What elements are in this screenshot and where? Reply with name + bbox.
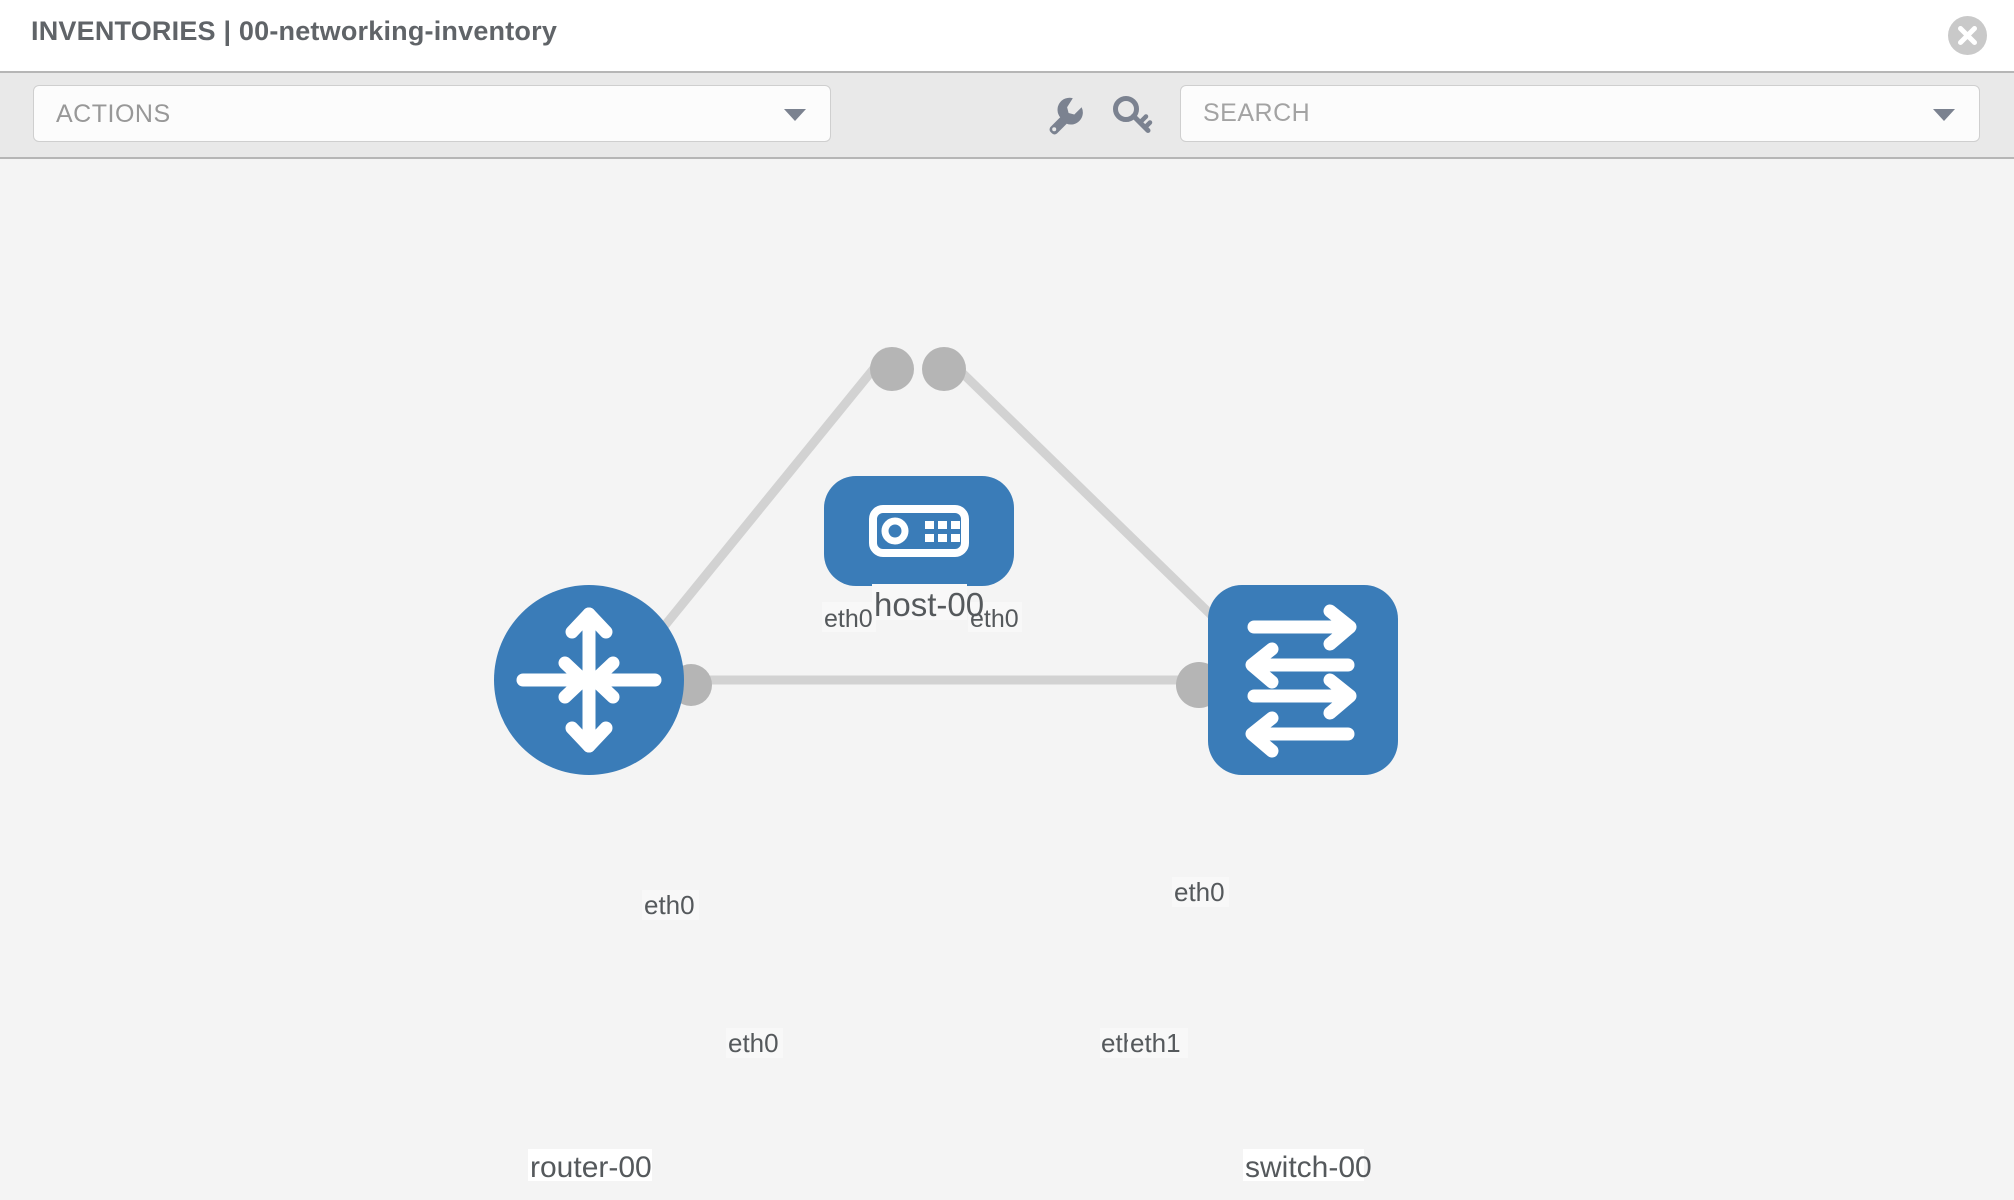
link-host-switch[interactable] bbox=[946, 357, 1244, 647]
node-label-switch-00: switch-00 bbox=[1245, 1151, 1372, 1184]
edge-label-switch-router-eth1: eth1 bbox=[1130, 1028, 1181, 1058]
node-switch-00[interactable] bbox=[1208, 585, 1398, 775]
edge-label-host-router-eth0: eth0 bbox=[824, 605, 873, 633]
toolbar: ACTIONS bbox=[0, 71, 2014, 159]
node-label-router-00: router-00 bbox=[530, 1151, 652, 1184]
node-label-host-00: host-00 bbox=[874, 586, 984, 623]
edge-label-host-switch-eth0: eth0 bbox=[970, 605, 1019, 633]
actions-dropdown-label: ACTIONS bbox=[56, 100, 171, 128]
node-labels: host-00 router-00 switch-00 bbox=[528, 584, 1372, 1184]
chevron-down-icon[interactable] bbox=[1933, 109, 1955, 121]
close-icon[interactable] bbox=[1948, 16, 1987, 55]
search-input[interactable] bbox=[1181, 86, 1979, 141]
port-host-right[interactable] bbox=[922, 347, 966, 391]
topology-graph: eth0 eth0 eth0 eth0 eth0 eth eth1 host-0… bbox=[494, 347, 1398, 1184]
node-router-00[interactable] bbox=[494, 585, 684, 775]
edge-label-router-host-eth0: eth0 bbox=[644, 890, 695, 920]
page-title: INVENTORIES | 00-networking-inventory bbox=[31, 16, 558, 46]
router-arrows-icon bbox=[516, 607, 662, 753]
window-header: INVENTORIES | 00-networking-inventory bbox=[0, 0, 2014, 71]
edge-labels: eth0 eth0 eth0 eth0 eth0 eth eth1 bbox=[642, 602, 1229, 1058]
switch-arrows-icon bbox=[1245, 604, 1357, 758]
key-icon[interactable] bbox=[1112, 94, 1154, 136]
topology-links bbox=[636, 357, 1244, 685]
port-host-left[interactable] bbox=[870, 347, 914, 391]
chevron-down-icon bbox=[784, 109, 806, 121]
wrench-icon[interactable] bbox=[1043, 94, 1085, 136]
edge-label-switch-host-eth0: eth0 bbox=[1174, 877, 1225, 907]
node-host-00[interactable] bbox=[824, 476, 1014, 586]
topology-canvas[interactable]: eth0 eth0 eth0 eth0 eth0 eth eth1 host-0… bbox=[0, 159, 2014, 1200]
link-host-router[interactable] bbox=[636, 358, 884, 659]
search-box[interactable] bbox=[1180, 85, 1980, 142]
actions-dropdown[interactable]: ACTIONS bbox=[33, 85, 831, 142]
edge-label-router-switch-eth0: eth0 bbox=[728, 1028, 779, 1058]
server-icon bbox=[869, 505, 969, 557]
